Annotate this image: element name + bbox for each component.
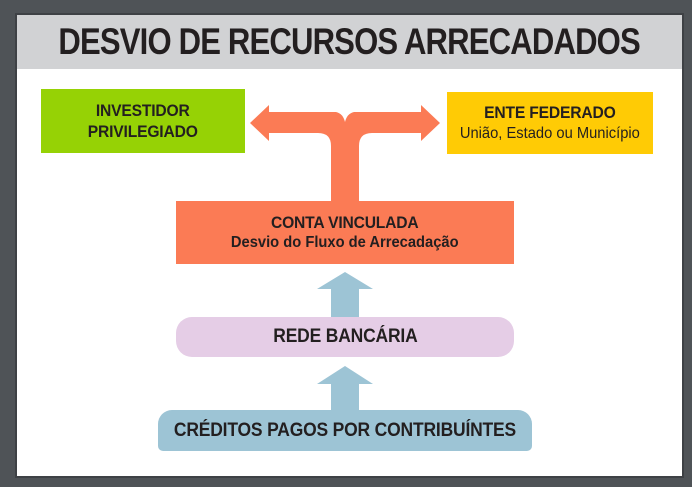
- node-investidor-privilegiado: INVESTIDOR PRIVILEGIADO: [41, 89, 245, 153]
- page-title: DESVIO DE RECURSOS ARRECADADOS: [58, 21, 641, 62]
- node-creditos-contribuintes: CRÉDITOS PAGOS POR CONTRIBUÍNTES: [158, 410, 532, 451]
- node-investidor-line2: PRIVILEGIADO: [88, 122, 198, 141]
- up-arrow-rede-to-conta: [317, 272, 373, 321]
- split-arrow-conta-to-investidor-and-ente: [250, 105, 440, 205]
- node-conta-vinculada: CONTA VINCULADA Desvio do Fluxo de Arrec…: [176, 201, 514, 264]
- node-ente-federado-subtitle: União, Estado ou Município: [459, 124, 641, 142]
- node-conta-vinculada-title: CONTA VINCULADA: [271, 212, 419, 232]
- node-creditos-title: CRÉDITOS PAGOS POR CONTRIBUÍNTES: [173, 419, 517, 441]
- node-ente-federado-title: ENTE FEDERADO: [484, 103, 616, 123]
- up-arrow-creditos-to-rede: [317, 366, 373, 414]
- node-investidor-line1: INVESTIDOR: [96, 100, 190, 120]
- node-rede-bancaria-title: REDE BANCÁRIA: [272, 326, 418, 347]
- flow-arrows-layer: [250, 105, 440, 414]
- diagram-panel: DESVIO DE RECURSOS ARRECADADOS INVESTIDO…: [15, 13, 684, 478]
- node-conta-vinculada-subtitle: Desvio do Fluxo de Arrecadação: [231, 234, 459, 252]
- node-rede-bancaria: REDE BANCÁRIA: [176, 317, 514, 357]
- node-ente-federado: ENTE FEDERADO União, Estado ou Município: [447, 92, 653, 154]
- diagram-header: DESVIO DE RECURSOS ARRECADADOS: [17, 15, 682, 69]
